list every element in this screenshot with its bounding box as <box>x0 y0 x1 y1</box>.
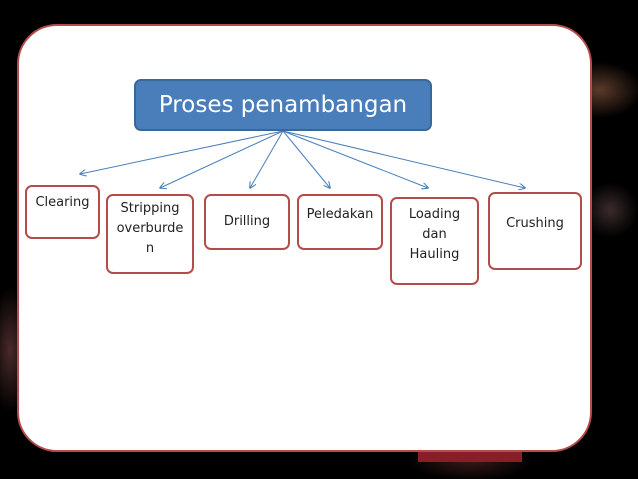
node-stripping-line-2: overburde <box>116 221 184 236</box>
node-peledakan-label: Peledakan <box>306 207 374 222</box>
node-stripping-line-1: Stripping <box>120 201 180 216</box>
arrow-to-drilling <box>250 130 284 188</box>
node-clearing: Clearing <box>25 185 100 239</box>
arrow-to-peledakan <box>282 130 330 188</box>
node-loading-line-1: Loading <box>408 207 461 222</box>
node-stripping-line-3: n <box>145 241 155 256</box>
background-strip <box>418 452 522 462</box>
root-node: Proses penambangan <box>134 79 432 131</box>
node-loading-line-2: dan <box>422 227 447 242</box>
arrow-to-clearing <box>80 130 284 174</box>
arrow-to-crushing <box>282 130 525 188</box>
node-peledakan: Peledakan <box>297 194 383 250</box>
arrow-to-stripping <box>160 130 284 188</box>
node-loading-hauling: Loading dan Hauling <box>390 197 479 285</box>
node-stripping: Stripping overburde n <box>106 194 194 274</box>
node-drilling: Drilling <box>204 194 290 250</box>
node-crushing: Crushing <box>488 192 582 270</box>
node-clearing-label: Clearing <box>35 195 90 210</box>
node-drilling-label: Drilling <box>223 214 271 229</box>
arrow-to-loading <box>282 130 428 188</box>
node-loading-line-3: Hauling <box>409 247 460 262</box>
node-crushing-label: Crushing <box>506 216 564 231</box>
